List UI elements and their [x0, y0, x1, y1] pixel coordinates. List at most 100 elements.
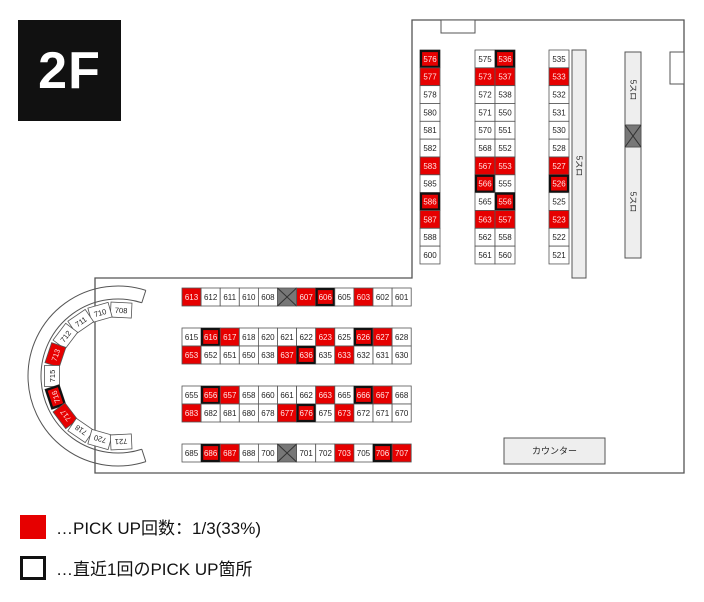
machine-cell: 608	[257, 287, 278, 307]
machine-number: 562	[478, 233, 492, 242]
machine-number: 536	[498, 55, 512, 64]
machine-number: 721	[115, 437, 128, 447]
machine-number: 581	[423, 126, 437, 135]
machine-cell: 556	[494, 192, 516, 211]
machine-number: 586	[423, 198, 437, 207]
machine-number: 555	[498, 180, 512, 189]
machine-number: 680	[242, 409, 256, 418]
machine-number: 557	[498, 215, 512, 224]
machine-cell: 560	[494, 245, 516, 265]
machine-number: 556	[498, 198, 512, 207]
machine-number: 607	[299, 293, 313, 302]
machine-cell: 702	[315, 443, 336, 463]
machine-cell: 653	[181, 345, 202, 365]
machine-cell: 656	[200, 385, 221, 405]
machine-cell: 618	[238, 327, 259, 347]
machine-cell: 637	[277, 345, 298, 365]
machine-cell: 557	[494, 210, 516, 229]
machine-number: 657	[223, 391, 237, 400]
pillar-cross	[277, 287, 297, 307]
machine-number: 653	[185, 351, 199, 360]
machine-number: 602	[376, 293, 390, 302]
machine-cell: 572	[474, 85, 496, 104]
legend-recent: …直近1回のPICK UP箇所	[20, 555, 252, 580]
machine-number: 550	[498, 108, 512, 117]
machine-number: 627	[376, 333, 390, 342]
machine-number: 621	[280, 333, 294, 342]
recent-pickup-frame	[315, 287, 335, 307]
machine-number: 620	[261, 333, 275, 342]
machine-cell: 601	[391, 287, 412, 307]
machine-number: 521	[552, 251, 566, 260]
machine-cell: 605	[334, 287, 355, 307]
machine-number: 528	[552, 144, 566, 153]
machine-cell: 700	[257, 443, 278, 463]
machine-number: 617	[223, 333, 237, 342]
machine-cells: 5765775785805815825835855865875886005755…	[181, 49, 570, 463]
machine-cell: 566	[474, 174, 496, 194]
machine-number: 672	[357, 409, 371, 418]
legend-recent-text: …直近1回のPICK UP箇所	[56, 560, 253, 579]
outer-wall	[94, 19, 685, 474]
machine-cell: 602	[372, 287, 393, 307]
machine-cell: 550	[494, 103, 516, 122]
floor-walls	[94, 19, 685, 474]
machine-cell: 610	[238, 287, 259, 307]
machine-number: 713	[50, 348, 63, 363]
machine-number: 618	[242, 333, 256, 342]
machine-number: 706	[376, 449, 390, 458]
machine-number: 527	[552, 162, 566, 171]
entrance-right	[669, 51, 685, 85]
machine-cell: 686	[200, 443, 221, 463]
machine-number: 655	[185, 391, 199, 400]
machine-number: 582	[423, 144, 437, 153]
machine-number: 603	[357, 293, 371, 302]
machine-number: 708	[115, 306, 128, 316]
machine-number: 535	[552, 55, 566, 64]
machine-number: 652	[204, 351, 218, 360]
recent-pickup-frame	[353, 327, 374, 347]
recent-pickup-frame	[296, 345, 316, 365]
machine-number: 553	[498, 162, 512, 171]
machine-number: 675	[319, 409, 333, 418]
machine-number: 638	[261, 351, 275, 360]
machine-number: 623	[319, 333, 333, 342]
machine-number: 530	[552, 126, 566, 135]
arc-seat: 718	[67, 417, 95, 444]
slot-panel-a	[571, 49, 587, 279]
machine-cell: 663	[315, 385, 336, 405]
machine-number: 626	[357, 333, 371, 342]
machine-number: 687	[223, 449, 237, 458]
machine-number: 585	[423, 180, 437, 189]
machine-cell-bg	[391, 287, 412, 307]
arc-end	[141, 290, 147, 303]
machine-cell-bg	[391, 443, 412, 463]
machine-cell: 611	[219, 287, 240, 307]
machine-cell: 622	[296, 327, 317, 347]
machine-number: 622	[299, 333, 313, 342]
machine-cell: 562	[474, 227, 496, 247]
machine-cell: 677	[277, 403, 298, 423]
recent-pickup-frame	[201, 327, 221, 347]
machine-number: 531	[552, 108, 566, 117]
machine-number: 668	[395, 391, 409, 400]
machine-cell: 662	[296, 385, 317, 405]
legend-pickup-text: …PICK UP回数：1/3(33%)	[56, 519, 261, 538]
machine-number: 663	[319, 391, 333, 400]
machine-cell: 522	[548, 227, 570, 247]
recent-pickup-frame	[201, 443, 221, 463]
machine-number: 565	[478, 198, 492, 207]
machine-number: 700	[261, 449, 275, 458]
machine-number: 566	[478, 180, 492, 189]
machine-cell-bg	[67, 308, 95, 335]
machine-number: 616	[204, 333, 218, 342]
machine-number: 688	[242, 449, 256, 458]
machine-cell: 606	[315, 287, 336, 307]
machine-cell-bg	[391, 345, 412, 365]
machine-cell: 575	[474, 49, 496, 69]
machine-cell: 612	[200, 287, 221, 307]
machine-number: 525	[552, 198, 566, 207]
machine-cell: 583	[419, 156, 441, 176]
machine-cell-bg	[391, 403, 412, 423]
